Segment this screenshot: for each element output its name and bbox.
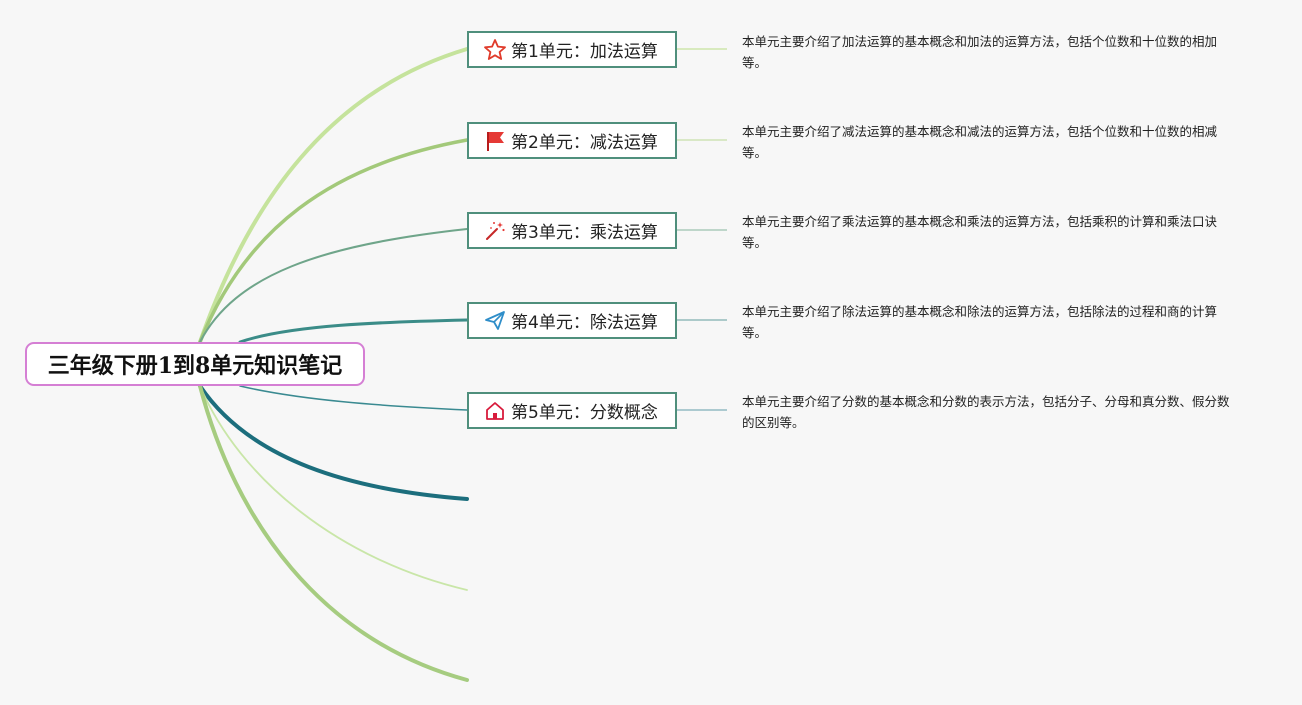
branch-line-1 [198,47,469,344]
topic-unit-1[interactable]: 第1单元：加法运算 [467,31,677,68]
branch-line-7 [199,385,468,591]
branch-line-5 [239,385,468,411]
branch-line-3 [199,228,468,343]
root-topic-label: 三年级下册1到8单元知识笔记 [47,353,343,379]
note-unit-3: 本单元主要介绍了乘法运算的基本概念和乘法的运算方法，包括乘积的计算和乘法口诀等。 [742,214,1218,250]
note-unit-1: 本单元主要介绍了加法运算的基本概念和加法的运算方法，包括个位数和十位数的相加等。 [742,34,1218,70]
note-unit-4: 本单元主要介绍了除法运算的基本概念和除法的运算方法，包括除法的过程和商的计算等。 [742,304,1218,340]
topic-unit-1-label: 第1单元：加法运算 [511,42,658,62]
note-unit-2: 本单元主要介绍了减法运算的基本概念和减法的运算方法，包括个位数和十位数的相减等。 [742,124,1218,160]
home-icon [483,399,507,423]
topic-unit-2[interactable]: 第2单元：减法运算 [467,122,677,159]
branch-line-4 [238,318,469,344]
branch-line-2 [198,138,469,344]
note-unit-5: 本单元主要介绍了分数的基本概念和分数的表示方法，包括分子、分母和真分数、假分数的… [742,394,1230,430]
paper-plane-icon [483,309,507,333]
branch-line-8 [198,384,469,682]
magic-wand-icon [483,219,507,243]
red-flag-icon [483,129,507,153]
root-topic[interactable]: 三年级下册1到8单元知识笔记 [25,342,365,386]
topic-unit-2-label: 第2单元：减法运算 [511,133,658,153]
topic-unit-4[interactable]: 第4单元：除法运算 [467,302,677,339]
topic-unit-3[interactable]: 第3单元：乘法运算 [467,212,677,249]
topic-unit-5[interactable]: 第5单元：分数概念 [467,392,677,429]
star-icon [483,38,507,62]
branch-line-6 [198,384,469,501]
topic-unit-4-label: 第4单元：除法运算 [511,313,658,333]
topic-unit-3-label: 第3单元：乘法运算 [511,223,658,243]
topic-unit-5-label: 第5单元：分数概念 [511,403,658,423]
